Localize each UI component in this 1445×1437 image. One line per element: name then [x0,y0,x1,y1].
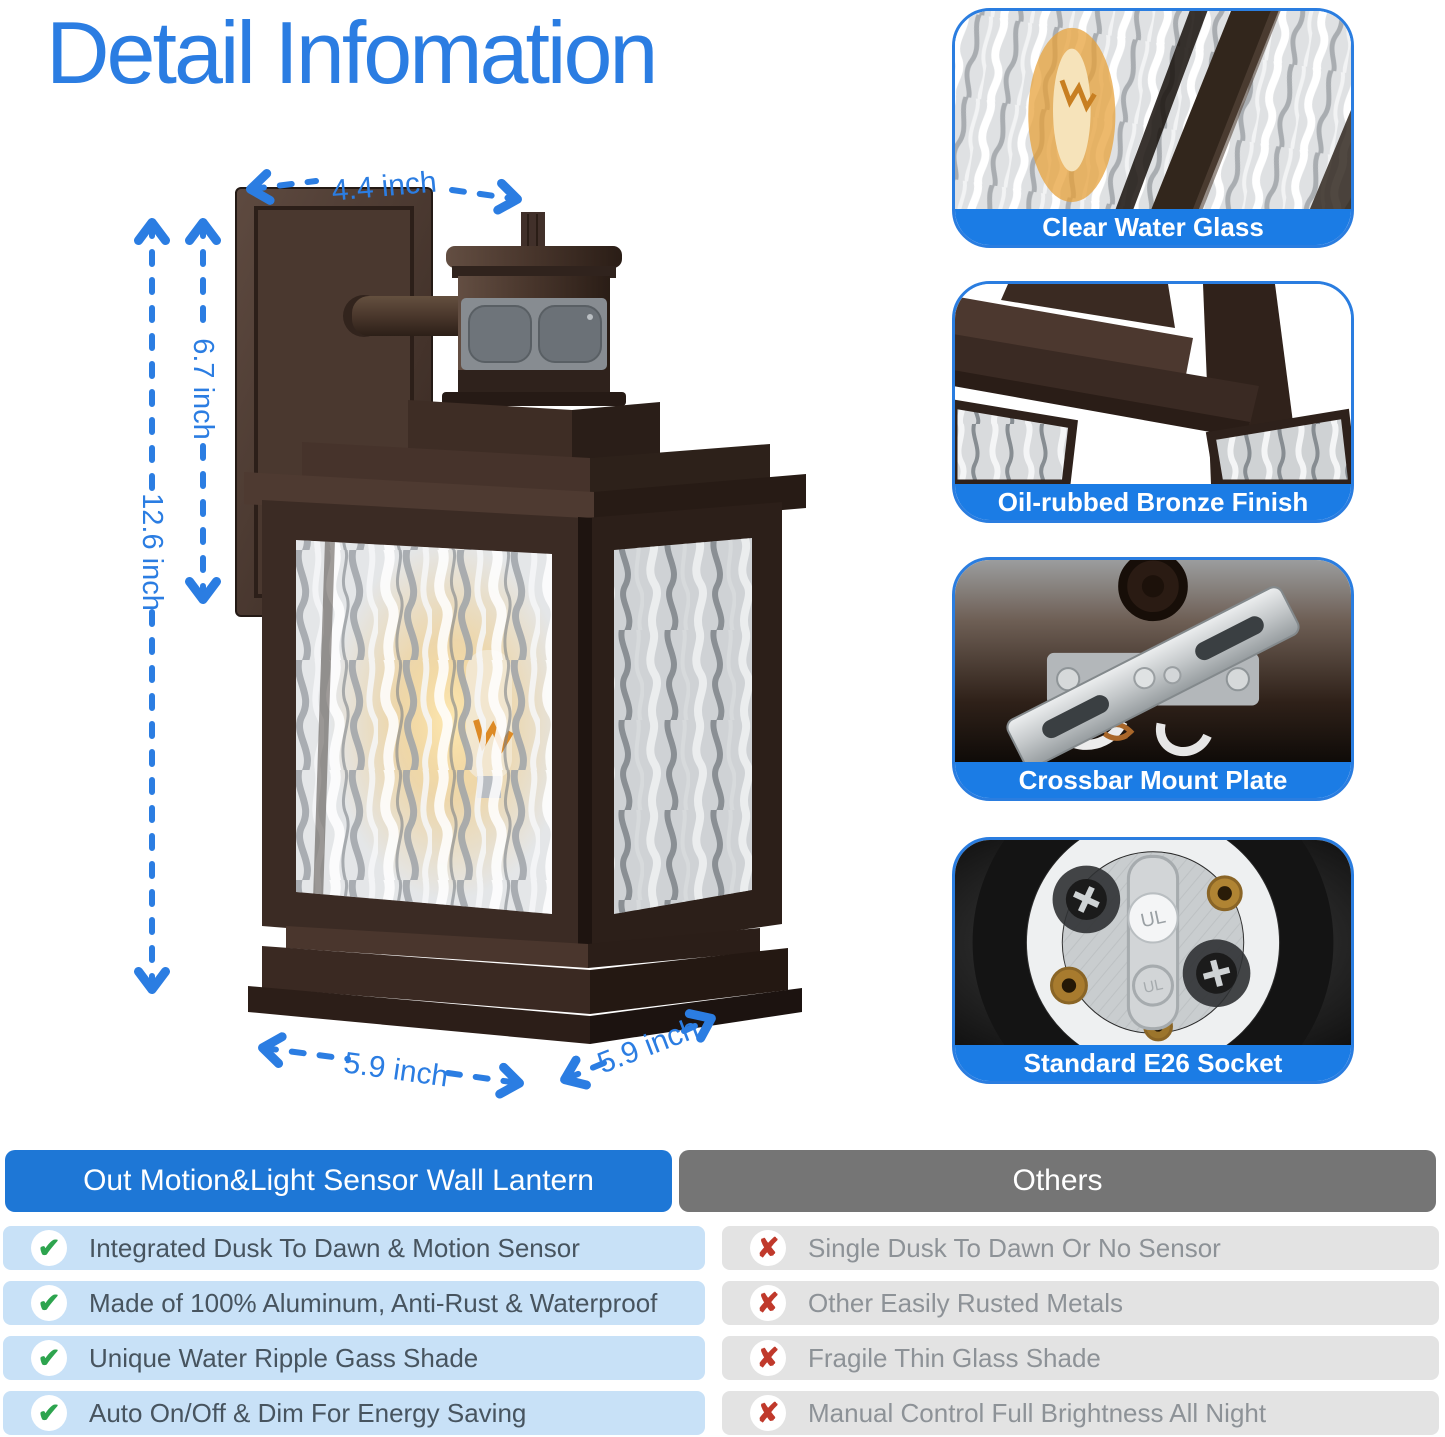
clear-water-glass-photo [955,11,1351,209]
drawback-row: ✘ Fragile Thin Glass Shade [722,1336,1439,1380]
detail-card-clear-water-glass: Clear Water Glass [952,8,1354,248]
lantern-base [248,926,802,1044]
lantern-body [262,500,782,952]
socket-screw [1196,952,1238,994]
feature-row: ✔ Auto On/Off & Dim For Energy Saving [3,1391,705,1435]
lantern-dimension-diagram: 4.4 inch 6.7 inch 12.6 inch 5.9 inch 5.9… [134,166,806,1099]
feature-text: Integrated Dusk To Dawn & Motion Sensor [89,1232,580,1263]
feature-text: Made of 100% Aluminum, Anti-Rust & Water… [89,1287,658,1318]
dimension-label-base-front: 5.9 inch [342,1046,451,1093]
page-title: Detail Infomation [46,3,658,102]
drawback-row: ✘ Manual Control Full Brightness All Nig… [722,1391,1439,1435]
feature-text: Auto On/Off & Dim For Energy Saving [89,1397,527,1428]
feature-row: ✔ Unique Water Ripple Gass Shade [3,1336,705,1380]
check-icon: ✔ [31,1285,67,1321]
ul-marking: UL [1139,906,1168,933]
ul-marking: UL [1142,976,1165,997]
card-label: Standard E26 Socket [955,1045,1351,1081]
drawback-row: ✘ Other Easily Rusted Metals [722,1281,1439,1325]
feature-row: ✔ Made of 100% Aluminum, Anti-Rust & Wat… [3,1281,705,1325]
feature-text: Unique Water Ripple Gass Shade [89,1342,479,1373]
crossbar-mount-photo [955,560,1351,762]
drawback-row: ✘ Single Dusk To Dawn Or No Sensor [722,1226,1439,1270]
socket-screw [1065,878,1107,920]
cross-icon: ✘ [750,1285,786,1321]
bronze-finish-photo [955,284,1351,484]
cross-icon: ✘ [750,1340,786,1376]
drawback-text: Single Dusk To Dawn Or No Sensor [808,1232,1221,1263]
cross-icon: ✘ [750,1230,786,1266]
dimension-label-total-height: 12.6 inch [136,493,168,611]
drawback-text: Manual Control Full Brightness All Night [808,1397,1267,1428]
check-icon: ✔ [31,1340,67,1376]
card-label: Clear Water Glass [955,209,1351,245]
detail-card-bronze-finish: Oil-rubbed Bronze Finish [952,281,1354,523]
check-icon: ✔ [31,1395,67,1431]
card-label: Crossbar Mount Plate [955,762,1351,798]
motion-sensor-head [442,212,626,406]
check-icon: ✔ [31,1230,67,1266]
dimension-base-side-annotation [560,1009,716,1090]
detail-card-crossbar-mount: Crossbar Mount Plate [952,557,1354,801]
drawback-text: Other Easily Rusted Metals [808,1287,1124,1318]
detail-card-e26-socket: UL UL Standard E26 Socket [952,837,1354,1084]
sensor-window [461,298,607,370]
comparison-header-others: Others [679,1150,1436,1212]
card-label: Oil-rubbed Bronze Finish [955,484,1351,520]
comparison-header-product: Out Motion&Light Sensor Wall Lantern [5,1150,672,1212]
dimension-width-annotation [246,169,522,215]
dimension-label-upper-height: 6.7 inch [187,338,219,440]
dimension-base-front-annotation [258,1032,524,1099]
drawback-text: Fragile Thin Glass Shade [808,1342,1101,1373]
cross-icon: ✘ [750,1395,786,1431]
e26-socket-photo: UL UL [955,840,1351,1045]
feature-row: ✔ Integrated Dusk To Dawn & Motion Senso… [3,1226,705,1270]
